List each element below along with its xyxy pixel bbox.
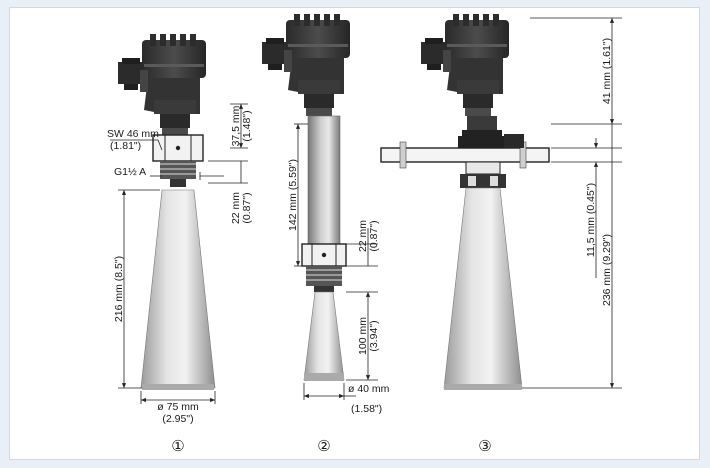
dim-thread-1-in: (0.87") bbox=[241, 192, 253, 223]
dim-horn-2-in: (3.94") bbox=[368, 320, 380, 351]
dim-sw-1: SW 46 mm bbox=[107, 128, 159, 140]
dim-thread-1: 22 mm bbox=[230, 192, 242, 224]
dim-total-3: 236 mm (9.29") bbox=[601, 234, 613, 306]
drawing-panel: 37,5 mm (1.48") 22 mm (0.87") SW 46 mm (… bbox=[9, 7, 700, 460]
dim-diam-1-in: (2.95") bbox=[162, 413, 193, 425]
dim-horn-1: 216 mm (8.5") bbox=[113, 256, 125, 322]
variant-1-label: ① bbox=[171, 437, 184, 455]
device-2-dimensions: 142 mm (5.59") 22 mm (0.87") 100 mm (3.9… bbox=[287, 123, 390, 455]
dim-thread-2-in: (0.87") bbox=[368, 220, 380, 251]
device-1-dimensions: 37,5 mm (1.48") 22 mm (0.87") SW 46 mm (… bbox=[107, 103, 253, 455]
device-2 bbox=[262, 14, 350, 381]
dim-flange-3: 11,5 mm (0.45") bbox=[585, 183, 597, 257]
dim-housing-1: 37,5 mm bbox=[230, 105, 242, 146]
dim-ext-2: 142 mm (5.59") bbox=[287, 159, 299, 231]
dim-diam-1: ø 75 mm bbox=[157, 401, 199, 413]
dim-top-3: 41 mm (1.61") bbox=[601, 38, 613, 104]
device-3-dimensions: 41 mm (1.61") 11,5 mm (0.45") 236 mm (9.… bbox=[478, 17, 622, 455]
device-1 bbox=[118, 34, 216, 390]
dim-sw-1-in: (1.81") bbox=[110, 140, 141, 152]
variant-2-label: ② bbox=[317, 437, 330, 455]
dim-diam-2: ø 40 mm bbox=[348, 383, 390, 395]
thread-label-1: G1½ A bbox=[114, 166, 146, 178]
dim-diam-2-in: (1.58") bbox=[351, 403, 382, 415]
variant-3-label: ③ bbox=[478, 437, 491, 455]
dim-housing-1-in: (1.48") bbox=[241, 110, 253, 141]
device-3 bbox=[380, 14, 550, 390]
dimension-drawing: 37,5 mm (1.48") 22 mm (0.87") SW 46 mm (… bbox=[107, 14, 622, 455]
dim-thread-2: 22 mm bbox=[357, 220, 369, 252]
dim-horn-2: 100 mm bbox=[357, 317, 369, 355]
